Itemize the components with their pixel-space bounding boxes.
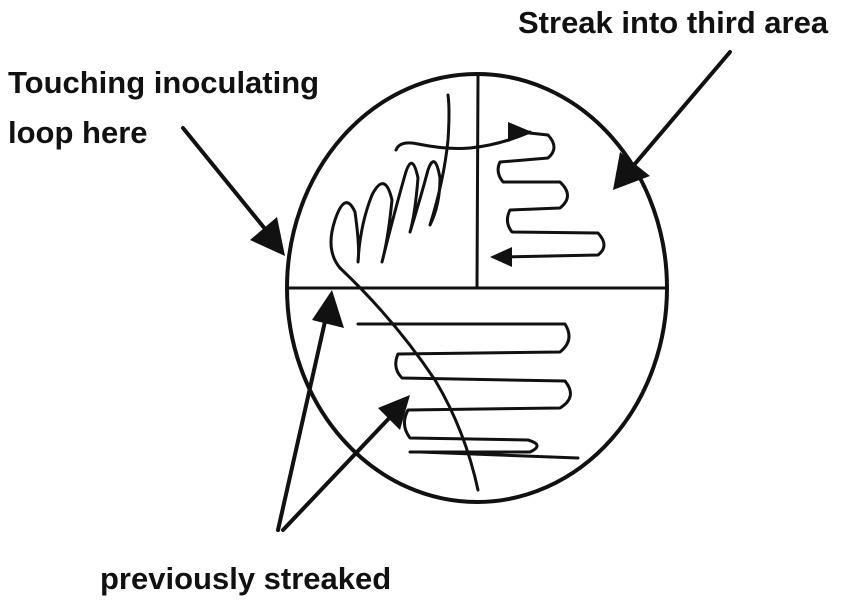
touching-loop-label-line2: loop here: [8, 114, 148, 152]
third-streak-area: [498, 132, 604, 257]
touching-loop-label-line1: Touching inoculating: [8, 64, 319, 102]
previously-pointer-shaft-1: [278, 308, 328, 530]
touching-loop-pointer-arrowhead: [250, 217, 285, 256]
third-area-label: Streak into third area: [518, 4, 828, 42]
second-streak-area: [331, 95, 449, 268]
third-streak-end-arrowhead: [490, 247, 512, 267]
previously-pointer-arrowhead-1: [312, 290, 344, 328]
vertical-divider: [477, 76, 478, 288]
first-streak-area: [358, 324, 570, 452]
previously-streaked-label: previously streaked: [100, 560, 391, 598]
touching-loop-pointer-shaft: [183, 128, 270, 235]
third-area-pointer-shaft: [628, 52, 730, 172]
third-streak-start-arrowhead: [508, 122, 532, 142]
